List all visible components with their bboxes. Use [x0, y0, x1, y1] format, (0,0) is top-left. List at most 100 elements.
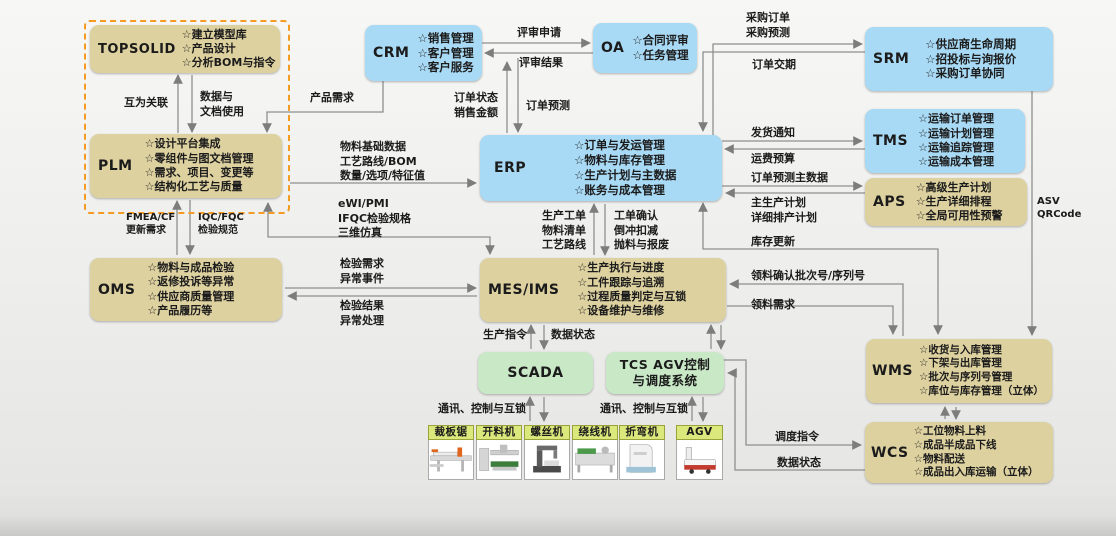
- node-title: WCS: [871, 444, 909, 461]
- feature-item: ☆过程质量判定与互锁: [577, 290, 687, 303]
- feature-item: ☆运输计划管理: [918, 126, 994, 140]
- feature-item: ☆批次与序列号管理: [918, 371, 1013, 383]
- node-items: ☆高级生产计划 ☆生产详细排程 ☆全局可用性预警: [916, 181, 1003, 224]
- feature-item: ☆物料与库存管理: [574, 153, 665, 168]
- edge-label-pick-demand: 领料需求: [751, 298, 795, 311]
- edge-label-order-delivery: 订单交期: [752, 58, 796, 71]
- edge-label-fmea: FMEA/CF 更新需求: [126, 212, 176, 237]
- feature-item: ☆分析BOM与指令: [181, 56, 276, 70]
- node-items: ☆工位物料上料 ☆成品半成品下线 ☆物料配送 ☆成品出入库运输（立体）: [914, 425, 1039, 480]
- feature-item: ☆结构化工艺与质量: [144, 180, 243, 194]
- machine-label: 螺丝机: [524, 425, 570, 440]
- machine-cnc-router: 开料机: [476, 425, 522, 480]
- node-items: ☆订单与发运管理 ☆物料与库存管理 ☆生产计划与主数据 ☆账务与成本管理: [574, 138, 676, 198]
- node-items: ☆供应商生命周期 ☆招投标与询报价 ☆采购订单协同: [925, 37, 1016, 82]
- edge-label-inventory-update: 库存更新: [751, 235, 795, 248]
- feature-item: ☆销售管理: [417, 30, 474, 45]
- feature-item: ☆产品设计: [181, 41, 236, 55]
- feature-item: ☆客户服务: [417, 60, 474, 75]
- edge-label-iqc: IQC/FQC 检验规范: [198, 212, 244, 237]
- feature-item: ☆返修投诉等异常: [147, 275, 235, 289]
- node-title: OA: [601, 40, 625, 56]
- machine-agv: AGV: [676, 425, 723, 480]
- feature-item: ☆采购订单协同: [925, 66, 1005, 81]
- feature-item: ☆高级生产计划: [915, 180, 992, 194]
- edge-label-asv-qrcode: ASV QRCode: [1037, 196, 1082, 221]
- winding-machine-photo: [572, 440, 618, 480]
- feature-item: ☆供应商生命周期: [925, 36, 1017, 51]
- feature-item: ☆运输订单管理: [918, 112, 994, 126]
- node-aps: APS ☆高级生产计划 ☆生产详细排程 ☆全局可用性预警: [865, 178, 1027, 226]
- node-items: ☆物料与成品检验 ☆返修投诉等异常 ☆供应商质量管理 ☆产品履历等: [147, 261, 234, 318]
- node-srm: SRM ☆供应商生命周期 ☆招投标与询报价 ☆采购订单协同: [865, 27, 1053, 91]
- feature-item: ☆运输追踪管理: [918, 141, 994, 154]
- machine-bending: 折弯机: [619, 425, 665, 480]
- node-tms: TMS ☆运输订单管理 ☆运输计划管理 ☆运输追踪管理 ☆运输成本管理: [865, 109, 1025, 173]
- machine-panel-saw: 裁板锯: [428, 425, 474, 480]
- edge-label-purchase-order: 采购订单 采购预测: [746, 11, 790, 39]
- edge-label-master-plan: 主生产计划 详细排产计划: [751, 196, 817, 224]
- feature-item: ☆物料与成品检验: [147, 260, 235, 274]
- node-items: ☆建立模型库 ☆产品设计 ☆分析BOM与指令: [182, 28, 276, 71]
- feature-item: ☆需求、项目、变更等: [144, 166, 254, 179]
- feature-item: ☆账务与成本管理: [574, 182, 665, 197]
- feature-item: ☆招投标与询报价: [925, 51, 1017, 66]
- edge-label-pick-confirm: 领料确认批次号/序列号: [751, 269, 866, 282]
- panel-saw-photo: [428, 440, 474, 480]
- node-scada: SCADA: [478, 352, 593, 394]
- edge-label-freight-budget: 运费预算: [751, 152, 795, 165]
- bending-machine-photo: [619, 440, 665, 480]
- feature-item: ☆合同评审: [632, 33, 689, 48]
- node-title: TMS: [873, 133, 909, 149]
- node-title: MES/IMS: [488, 282, 560, 298]
- feature-item: ☆库位与库存管理（立体）: [918, 384, 1044, 397]
- machine-label: AGV: [676, 425, 723, 440]
- edge-label-mutual: 互为关联: [124, 96, 168, 109]
- edge-label-dispatch-cmd: 调度指令: [775, 430, 819, 443]
- feature-item: ☆成品半成品下线: [913, 438, 997, 451]
- edge-label-data-status: 数据状态: [551, 328, 595, 341]
- feature-item: ☆产品履历等: [147, 303, 213, 317]
- feature-item: ☆物料配送: [913, 452, 965, 465]
- node-oa: OA ☆合同评审 ☆任务管理: [593, 23, 697, 73]
- node-items: ☆销售管理 ☆客户管理 ☆客户服务: [418, 31, 474, 76]
- feature-item: ☆生产计划与主数据: [574, 168, 677, 182]
- node-items: ☆设计平台集成 ☆零组件与图文档管理 ☆需求、项目、变更等 ☆结构化工艺与质量: [145, 137, 254, 194]
- feature-item: ☆运输成本管理: [918, 155, 994, 169]
- feature-item: ☆任务管理: [632, 48, 689, 62]
- feature-item: ☆客户管理: [417, 45, 474, 60]
- node-items: ☆收货与入库管理 ☆下架与出库管理 ☆批次与序列号管理 ☆库位与库存管理（立体）: [919, 344, 1044, 399]
- node-title: CRM: [373, 45, 410, 61]
- feature-item: ☆订单与发运管理: [574, 138, 665, 153]
- edge-label-data-status2: 数据状态: [777, 456, 821, 469]
- node-title: PLM: [98, 158, 133, 174]
- feature-item: ☆零组件与图文档管理: [144, 151, 254, 165]
- feature-item: ☆工位物料上料: [913, 425, 986, 438]
- node-title: APS: [873, 194, 906, 210]
- edge-label-prod-cmd: 生产指令: [483, 328, 527, 341]
- edge-label-order-confirm: 工单确认 倒冲扣减 抛料与报废: [614, 209, 669, 252]
- edge-label-material-base: 物料基础数据 工艺路线/BOM 数量/选项/特征值: [340, 140, 426, 183]
- machine-label: 绕线机: [572, 425, 618, 440]
- edge-label-work-order: 生产工单 物料清单 工艺路线: [542, 209, 586, 252]
- node-title: SCADA: [507, 365, 564, 381]
- feature-item: ☆下架与出库管理: [918, 357, 1002, 370]
- feature-item: ☆供应商质量管理: [147, 289, 235, 303]
- design-domain-dashed-frame: [84, 20, 290, 214]
- feature-item: ☆收货与入库管理: [918, 343, 1002, 356]
- node-topsolid: TOPSOLID ☆建立模型库 ☆产品设计 ☆分析BOM与指令: [90, 25, 280, 73]
- node-wcs: WCS ☆工位物料上料 ☆成品半成品下线 ☆物料配送 ☆成品出入库运输（立体）: [865, 422, 1053, 483]
- node-title: WMS: [872, 363, 913, 379]
- edge-label-data-doc: 数据与 文档使用: [200, 90, 244, 118]
- edge-label-comm-lock-right: 通讯、控制与互锁: [600, 402, 688, 415]
- feature-item: ☆设计平台集成: [144, 137, 221, 151]
- feature-item: ☆全局可用性预警: [915, 209, 1003, 223]
- edge-label-inspect-demand: 检验需求 异常事件: [340, 257, 384, 285]
- node-items: ☆生产执行与进度 ☆工件跟踪与追溯 ☆过程质量判定与互锁 ☆设备维护与维修: [577, 261, 686, 318]
- agv-photo: [676, 440, 723, 480]
- edge-label-order-forecast: 订单预测: [526, 99, 570, 112]
- machine-winding: 绕线机: [572, 425, 618, 480]
- feature-item: ☆生产详细排程: [915, 194, 992, 208]
- edge-label-review-request: 评审申请: [517, 26, 561, 39]
